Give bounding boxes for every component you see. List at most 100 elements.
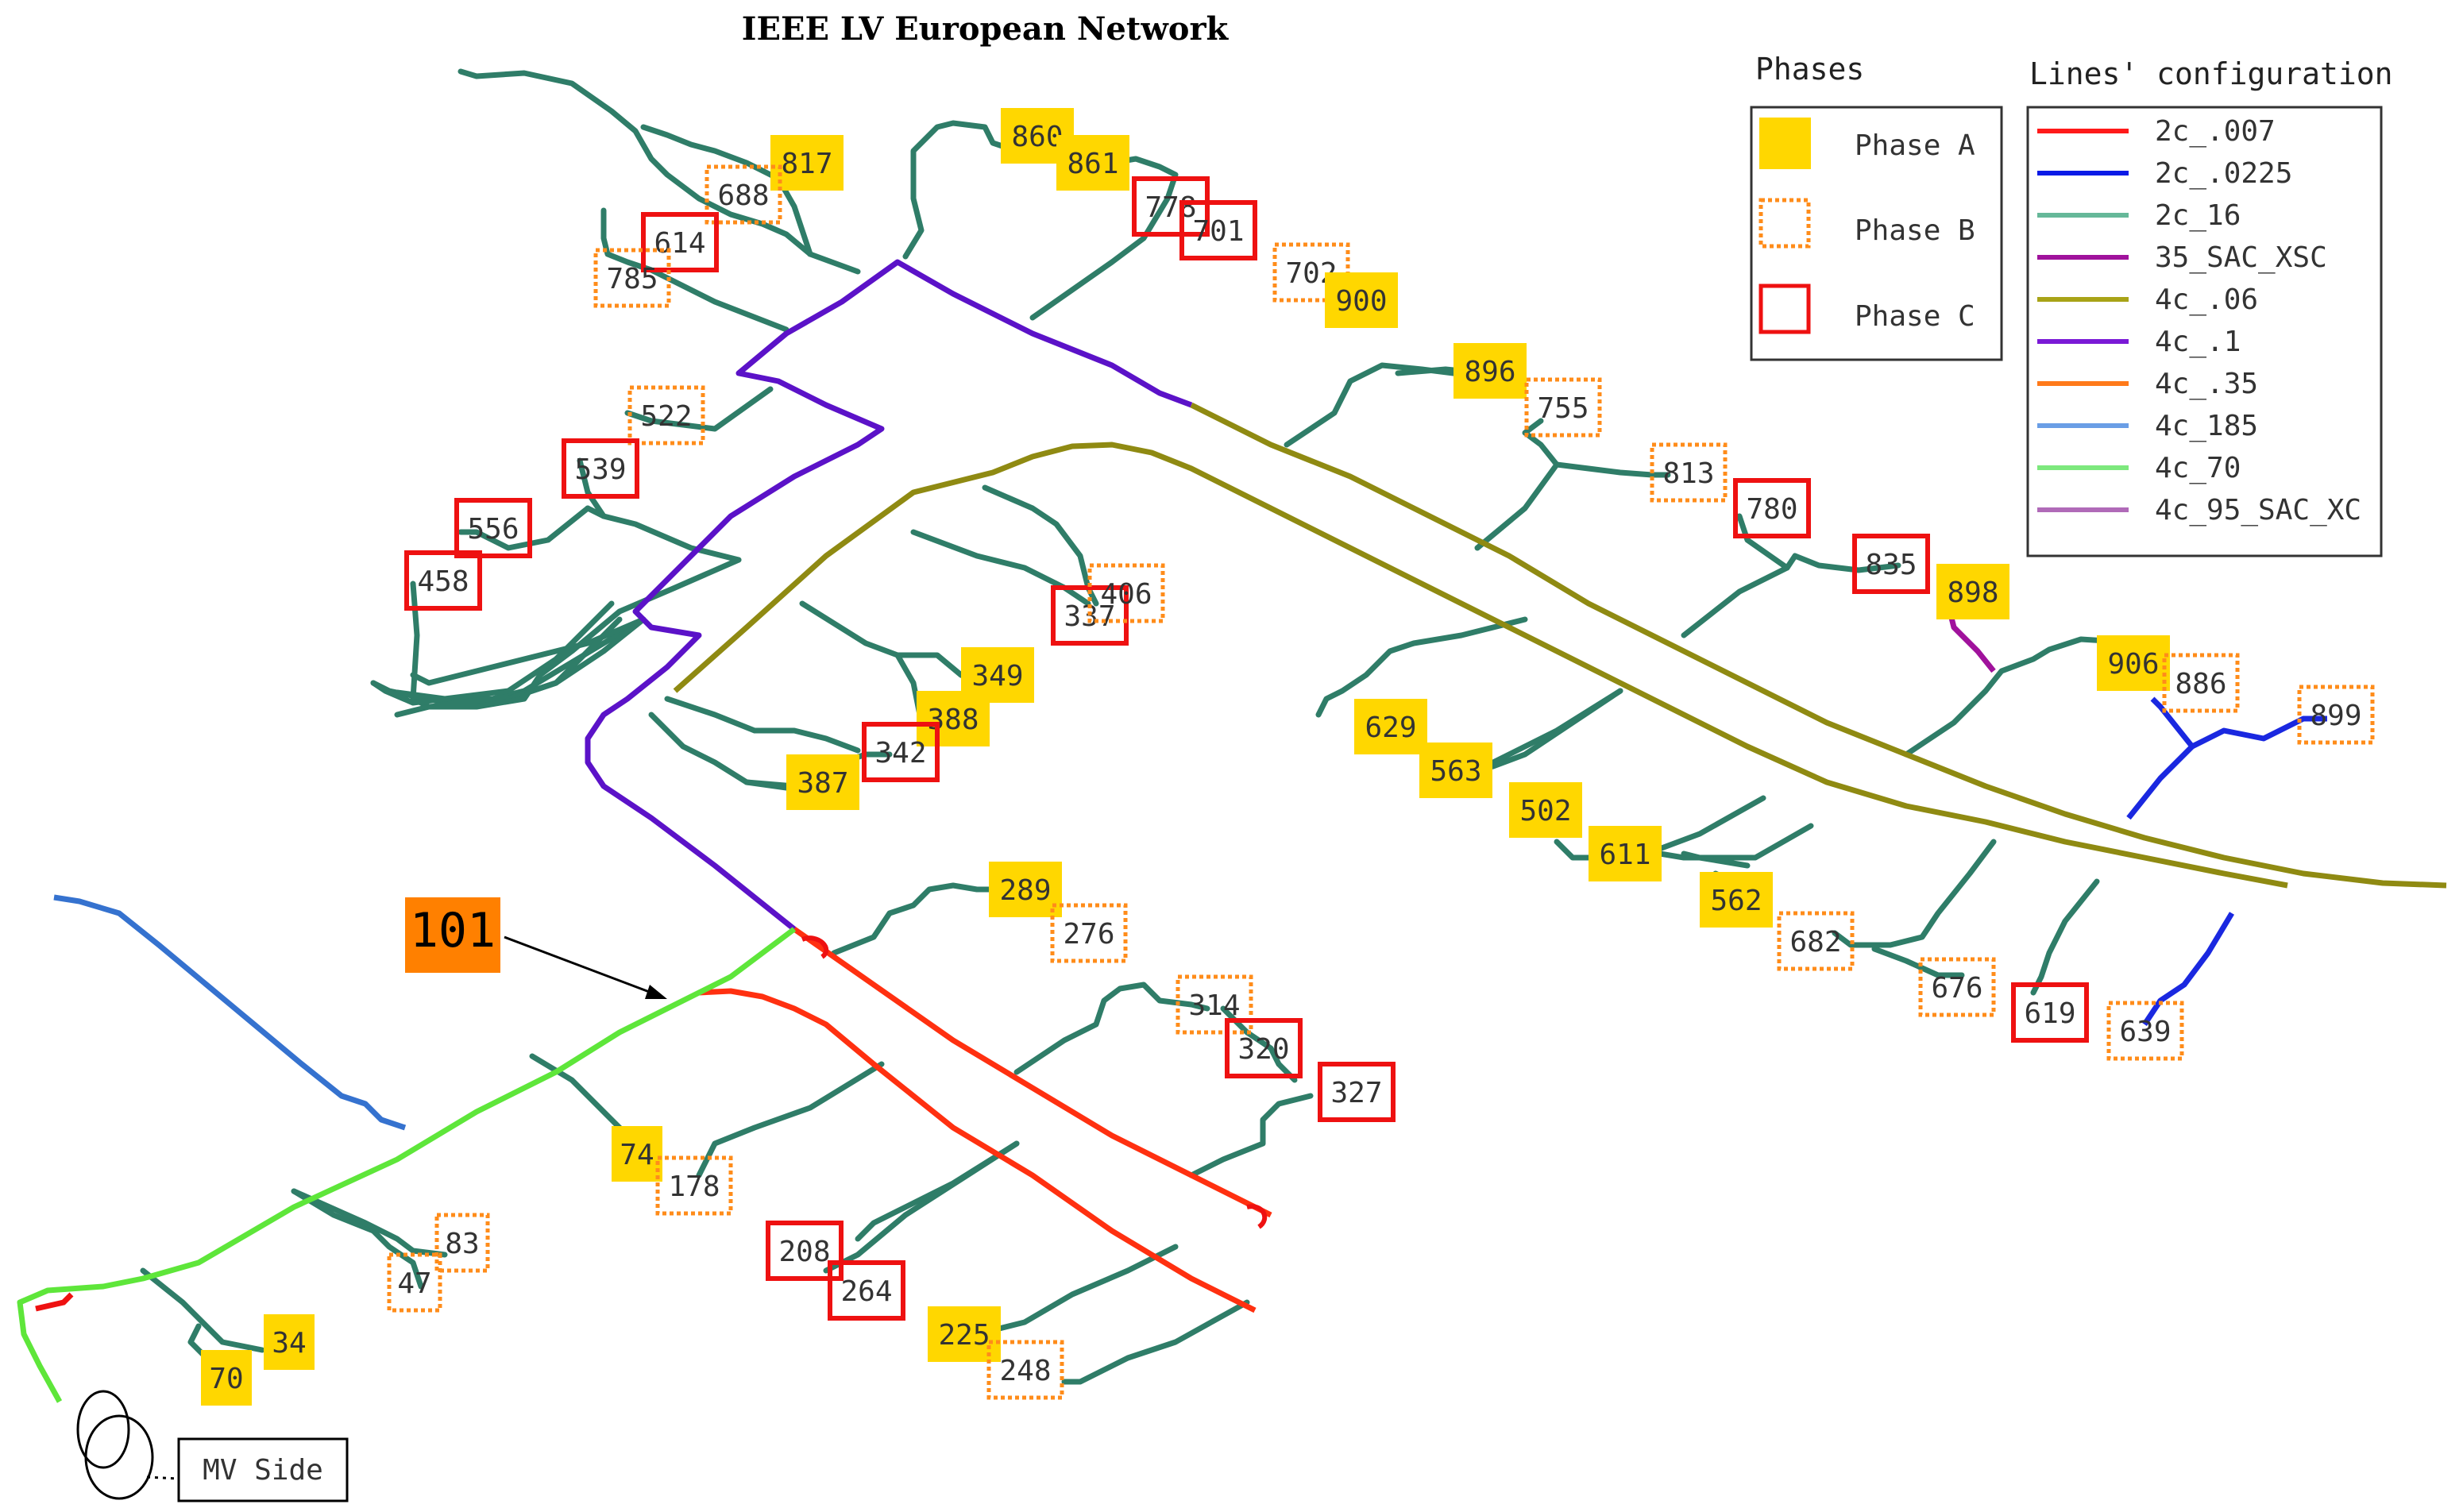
node-780: 780 [1733, 478, 1811, 538]
node-box [2162, 653, 2240, 713]
node-box [1354, 699, 1427, 754]
node-label: 289 [999, 874, 1051, 907]
node-label: 755 [1537, 392, 1589, 425]
feeder-red [698, 988, 1257, 1313]
node-box [1733, 478, 1811, 538]
branch-line [291, 1188, 424, 1290]
node-box [2106, 1001, 2184, 1061]
node-box [1087, 563, 1165, 623]
feeder-darkblue [2191, 716, 2327, 750]
node-314: 314 [1176, 974, 1253, 1035]
node-835: 835 [1852, 534, 1930, 594]
node-896: 896 [1453, 343, 1527, 399]
branch-line [1832, 839, 1997, 948]
branch-line [1284, 362, 1457, 448]
node-box [1050, 903, 1128, 963]
node-676: 676 [1918, 957, 1996, 1017]
lines-legend-items: 2c_.0072c_.02252c_1635_SAC_XSC4c_.064c_.… [2037, 115, 2361, 526]
legend-line-label: 35_SAC_XSC [2155, 241, 2327, 274]
phase-c-swatch [1758, 284, 1811, 334]
branch-line [370, 600, 615, 706]
legend-line-label: 4c_.06 [2155, 284, 2258, 316]
node-label: 614 [654, 227, 705, 260]
service-branches [140, 68, 2148, 1385]
node-box [201, 1350, 252, 1406]
legend-line-label: 2c_.007 [2155, 115, 2276, 148]
node-611: 611 [1589, 826, 1662, 881]
node-387: 387 [786, 754, 859, 810]
branch-line [1013, 982, 1210, 1075]
red-stub [35, 1292, 74, 1312]
branch-line [624, 386, 774, 432]
lines-legend-title: Lines' configuration [2029, 56, 2393, 91]
feeder-darkblue [2142, 912, 2235, 1026]
node-619: 619 [2011, 982, 2089, 1043]
node-label: 899 [2310, 700, 2361, 732]
node-label: 898 [1947, 577, 1998, 609]
node-label: 320 [1237, 1033, 1289, 1066]
node-label: 34 [272, 1327, 306, 1360]
node-629: 629 [1354, 699, 1427, 754]
node-898: 898 [1936, 564, 2009, 619]
node-box [641, 212, 719, 272]
legend-line-label: 4c_.35 [2155, 368, 2258, 400]
branch-line [394, 557, 742, 718]
node-458: 458 [404, 550, 482, 611]
mv-side-box: MV Side [177, 1437, 349, 1502]
node-639: 639 [2106, 1001, 2184, 1061]
node-label: 813 [1662, 457, 1714, 490]
node-box [917, 691, 990, 746]
feeder-olive [673, 442, 2288, 889]
node-box [562, 438, 639, 499]
node-label: 264 [840, 1275, 892, 1308]
node-box [1419, 742, 1492, 798]
node-box [1852, 534, 1930, 594]
node-539: 539 [562, 438, 639, 499]
node-label: 83 [445, 1228, 479, 1260]
red-stub [801, 935, 829, 959]
branch-line [696, 1061, 885, 1178]
node-688: 688 [705, 164, 782, 225]
node-box [1318, 1062, 1396, 1122]
node-label: 502 [1519, 795, 1571, 827]
node-label: 688 [717, 179, 769, 212]
phase-a-swatch [1759, 118, 1811, 169]
node-83: 83 [434, 1213, 490, 1273]
node-box [2097, 635, 2170, 691]
legend-line-label: 4c_95_SAC_XC [2155, 494, 2361, 526]
node-813: 813 [1650, 442, 1728, 503]
node-label: 900 [1335, 285, 1387, 318]
node-box [454, 498, 532, 558]
node-label: 327 [1330, 1077, 1382, 1109]
node-label: 676 [1931, 972, 1982, 1005]
node-label: 314 [1188, 989, 1240, 1022]
branch-line [1871, 946, 1965, 978]
node-406: 406 [1087, 563, 1165, 623]
node-342: 342 [862, 722, 940, 782]
node-box [862, 722, 940, 782]
node-label: 349 [971, 660, 1023, 692]
node-box [989, 862, 1062, 917]
node-522: 522 [627, 385, 705, 446]
feeder-green [17, 927, 797, 1403]
node-388: 388 [917, 691, 990, 746]
branch-line [1903, 636, 2148, 758]
branch-line [457, 505, 591, 551]
branch-line [1681, 850, 1751, 869]
branch-line [799, 600, 980, 686]
node-778: 778 [1132, 176, 1210, 237]
legend-line-label: 4c_70 [2155, 452, 2241, 484]
branch-line [910, 529, 1091, 607]
feeder-blue [53, 894, 407, 1131]
node-label: 778 [1145, 191, 1196, 224]
node-label: 682 [1789, 926, 1841, 958]
node-box [2297, 685, 2375, 745]
node-556: 556 [454, 498, 532, 558]
node-box [1453, 343, 1527, 399]
node-label: 539 [574, 453, 626, 486]
node-label: 178 [668, 1171, 720, 1203]
node-box [1051, 585, 1129, 646]
branch-line [1681, 553, 1901, 638]
node-label: 563 [1430, 755, 1481, 788]
arrow-head-icon [645, 985, 667, 999]
